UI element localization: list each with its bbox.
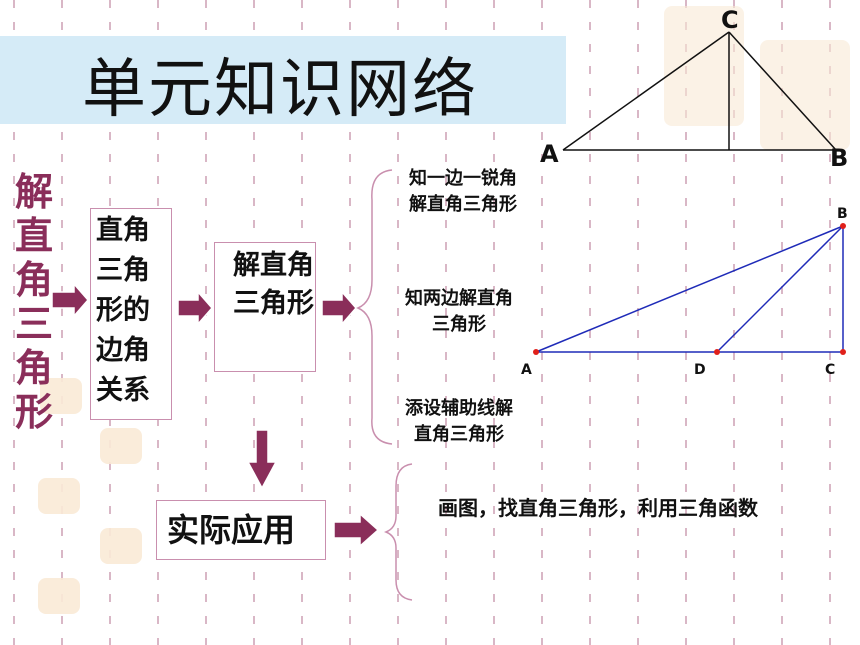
branch-two-sides: 知两边解直角 三角形: [384, 286, 534, 338]
branch-one-side-one-angle: 知一边一锐角 解直角三角形: [388, 166, 538, 218]
vertical-title: 解直角三角形: [14, 170, 53, 434]
arrow-right-icon: [321, 290, 357, 326]
figure1-side-ac: [562, 31, 730, 151]
decorative-seal-icon: [38, 578, 80, 614]
branch-line: 添设辅助线解: [405, 398, 513, 419]
brace-left: [356, 169, 393, 445]
branch-line: 直角三角形: [414, 424, 504, 445]
decorative-seal-icon: [664, 6, 744, 126]
arrow-right-icon: [333, 512, 380, 548]
brace-left: [383, 463, 413, 601]
branch-line: 三角形: [432, 314, 486, 335]
figure2-label-c: C: [825, 362, 836, 378]
box-solve-right-triangle: 解直角三角形: [214, 242, 316, 372]
arrow-right-icon: [177, 290, 213, 326]
decorative-seal-icon: [38, 478, 80, 514]
figure2-side-ab: [535, 225, 844, 353]
decorative-seal-icon: [760, 40, 850, 150]
figure2-label-b: B: [837, 206, 848, 222]
decorative-seal-icon: [40, 378, 82, 414]
arrow-down-icon: [246, 429, 278, 490]
figure1-label-b: B: [830, 144, 849, 172]
point-b: [840, 223, 846, 229]
page-title: 单元知识网络: [82, 53, 478, 127]
branch-line: 知两边解直角: [405, 288, 513, 309]
branch-line: 知一边一锐角: [409, 168, 517, 189]
title-band: [0, 36, 566, 124]
decorative-seal-icon: [100, 428, 142, 464]
point-a: [533, 349, 539, 355]
figure2-label-a: A: [521, 362, 532, 378]
figure2-segment-bd: [716, 225, 844, 353]
figure1-side-cb: [728, 31, 837, 151]
triangle-figure-1: [562, 31, 837, 151]
point-d: [714, 349, 720, 355]
box-edge-angle-relation: 直角三角形的边角关系: [90, 208, 172, 420]
branch-auxiliary-line: 添设辅助线解 直角三角形: [384, 396, 534, 448]
figure2-label-d: D: [694, 362, 706, 378]
branch-line: 解直角三角形: [409, 194, 517, 215]
box-practical-application: 实际应用: [156, 500, 326, 560]
triangle-figure-2: [535, 225, 844, 353]
figure1-label-a: A: [540, 140, 559, 168]
point-c: [840, 349, 846, 355]
figure1-label-c: C: [721, 6, 739, 34]
arrow-right-icon: [51, 282, 89, 318]
application-text: 画图，找直角三角形，利用三角函数: [438, 496, 758, 520]
decorative-seal-icon: [100, 528, 142, 564]
